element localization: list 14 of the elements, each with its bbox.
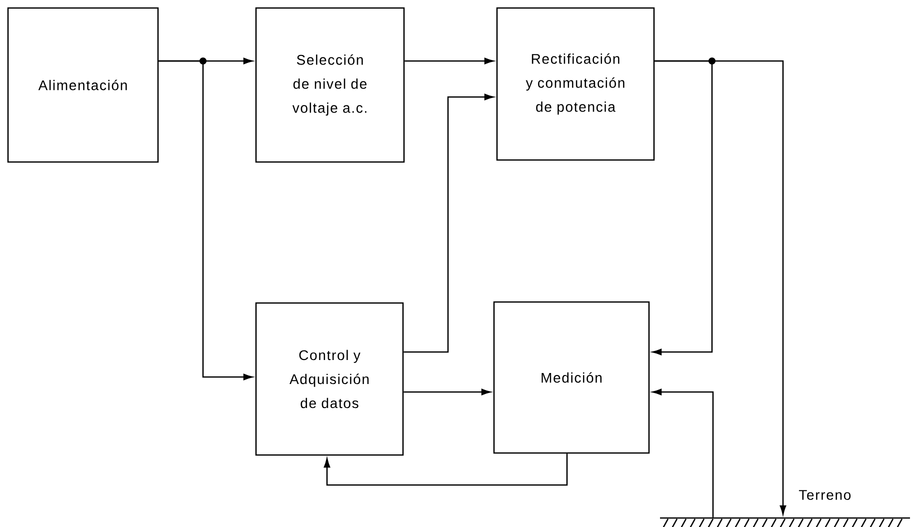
- arrow: [324, 454, 568, 486]
- block-box: Medición: [493, 301, 650, 454]
- arrow: [654, 60, 786, 515]
- block-box: Selección de nivel de voltaje a.c.: [255, 7, 405, 163]
- ground-symbol: [659, 517, 911, 527]
- block-box: Control y Adquisición de datos: [255, 302, 404, 456]
- arrow: [158, 60, 253, 380]
- arrow: [652, 388, 714, 518]
- arrow: [404, 388, 491, 396]
- arrow: [404, 94, 494, 353]
- arrow: [404, 58, 494, 64]
- block-box: Rectificación y conmutación de potencia: [496, 7, 655, 161]
- beside-label: Terreno: [798, 490, 851, 500]
- block-box: Alimentación: [7, 7, 159, 163]
